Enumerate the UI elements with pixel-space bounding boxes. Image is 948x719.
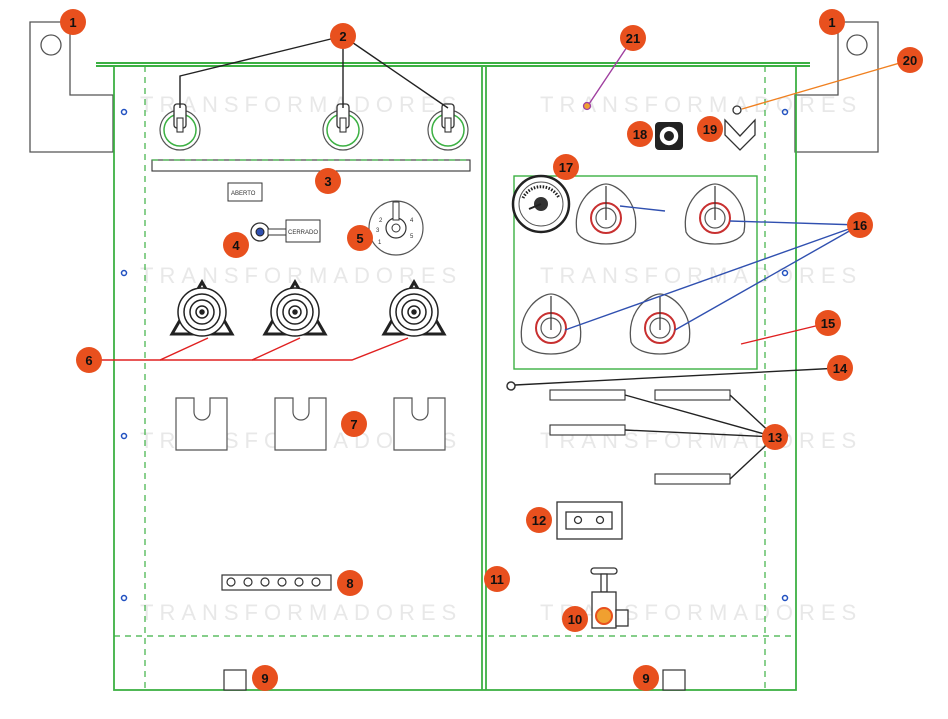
svg-text:8: 8 <box>346 576 353 591</box>
tap-changer-dial: 2 3 1 4 5 <box>368 200 424 256</box>
callout-17: 17 <box>553 154 579 180</box>
svg-text:19: 19 <box>703 122 717 137</box>
callout-19: 19 <box>697 116 723 142</box>
lifting-lug-left <box>29 21 114 153</box>
callout-18: 18 <box>627 121 653 147</box>
callout-14: 14 <box>827 355 853 381</box>
svg-text:2: 2 <box>379 218 383 224</box>
cerrado-label: CERRADO <box>288 230 318 236</box>
svg-text:12: 12 <box>532 513 546 528</box>
cable-brackets <box>175 397 446 451</box>
callout-3: 3 <box>315 168 341 194</box>
watermark-text-2: TRANSFORMADORES <box>540 92 862 117</box>
callouts: 1 1 2 3 4 5 6 7 8 9 9 10 11 12 13 14 15 … <box>60 9 923 691</box>
svg-text:1: 1 <box>69 15 76 30</box>
callout-4: 4 <box>223 232 249 258</box>
leader-lines <box>90 35 911 480</box>
low-voltage-terminals <box>169 278 447 337</box>
callout-8: 8 <box>337 570 363 596</box>
svg-text:13: 13 <box>768 430 782 445</box>
valve-20 <box>732 105 742 115</box>
terminal-icon <box>262 278 328 337</box>
indicator-panel <box>513 175 758 370</box>
svg-text:9: 9 <box>642 671 649 686</box>
watermark-text-4: TRANSFORMADORES <box>540 263 862 288</box>
watermark-text-3: TRANSFORMADORES <box>140 263 462 288</box>
svg-text:6: 6 <box>85 353 92 368</box>
watermark-text-7: TRANSFORMADORES <box>140 600 462 625</box>
callout-10: 10 <box>562 606 588 632</box>
callout-12: 12 <box>526 507 552 533</box>
valve-icon <box>590 567 629 629</box>
callout-21: 21 <box>620 25 646 51</box>
watermark-text-1: TRANSFORMADORES <box>140 92 462 117</box>
tank-dashed-lines <box>114 66 796 690</box>
well-icon <box>575 183 637 245</box>
svg-text:10: 10 <box>568 612 582 627</box>
switch-position-indicator: ABERTO CERRADO <box>227 182 321 243</box>
gauge-icon <box>511 174 571 234</box>
callout-16: 16 <box>847 212 873 238</box>
callout-1-right: 1 <box>819 9 845 35</box>
blue-dots <box>120 108 789 602</box>
svg-text:18: 18 <box>633 127 647 142</box>
well-icon <box>684 183 746 245</box>
plug-21 <box>582 101 592 111</box>
watermark: TRANSFORMADORES TRANSFORMADORES TRANSFOR… <box>140 92 862 625</box>
lifting-lug-right <box>794 21 879 153</box>
svg-text:7: 7 <box>350 417 357 432</box>
callout-2: 2 <box>330 23 356 49</box>
svg-text:3: 3 <box>324 174 331 189</box>
callout-9-left: 9 <box>252 665 278 691</box>
svg-text:20: 20 <box>903 53 917 68</box>
svg-text:11: 11 <box>490 572 504 587</box>
bushing-icon <box>427 103 469 151</box>
svg-text:4: 4 <box>410 218 414 224</box>
svg-text:9: 9 <box>261 671 268 686</box>
connector-18 <box>655 122 683 150</box>
bushing-support-rail <box>151 159 471 172</box>
well-icon <box>520 293 582 355</box>
callout-1-left: 1 <box>60 9 86 35</box>
svg-text:14: 14 <box>833 361 848 376</box>
watermark-text-8: TRANSFORMADORES <box>540 600 862 625</box>
base-skids <box>223 669 686 691</box>
ground-point-14 <box>506 381 516 391</box>
svg-text:1: 1 <box>378 240 382 246</box>
relief-device-19 <box>724 118 756 151</box>
svg-text:5: 5 <box>410 234 414 240</box>
svg-text:3: 3 <box>376 228 380 234</box>
callout-11: 11 <box>484 566 510 592</box>
svg-text:1: 1 <box>828 15 835 30</box>
aberto-label: ABERTO <box>231 191 256 197</box>
well-icon <box>629 293 691 355</box>
svg-text:4: 4 <box>232 238 240 253</box>
terminal-icon <box>169 278 235 337</box>
svg-text:5: 5 <box>356 231 363 246</box>
svg-text:2: 2 <box>339 29 346 44</box>
terminal-icon <box>381 278 447 337</box>
svg-text:15: 15 <box>821 316 835 331</box>
callout-13: 13 <box>762 424 788 450</box>
callout-6: 6 <box>76 347 102 373</box>
thermometer-wells <box>520 183 746 355</box>
callout-9-right: 9 <box>633 665 659 691</box>
high-voltage-bushings <box>159 103 469 151</box>
bushing-icon <box>159 103 201 151</box>
callout-20: 20 <box>897 47 923 73</box>
svg-text:21: 21 <box>626 31 640 46</box>
callout-7: 7 <box>341 411 367 437</box>
callout-5: 5 <box>347 225 373 251</box>
svg-text:16: 16 <box>853 218 867 233</box>
terminal-block-12 <box>556 501 623 540</box>
svg-text:17: 17 <box>559 160 573 175</box>
tank-frame <box>113 65 797 691</box>
callout-15: 15 <box>815 310 841 336</box>
neutral-bar <box>221 574 332 591</box>
